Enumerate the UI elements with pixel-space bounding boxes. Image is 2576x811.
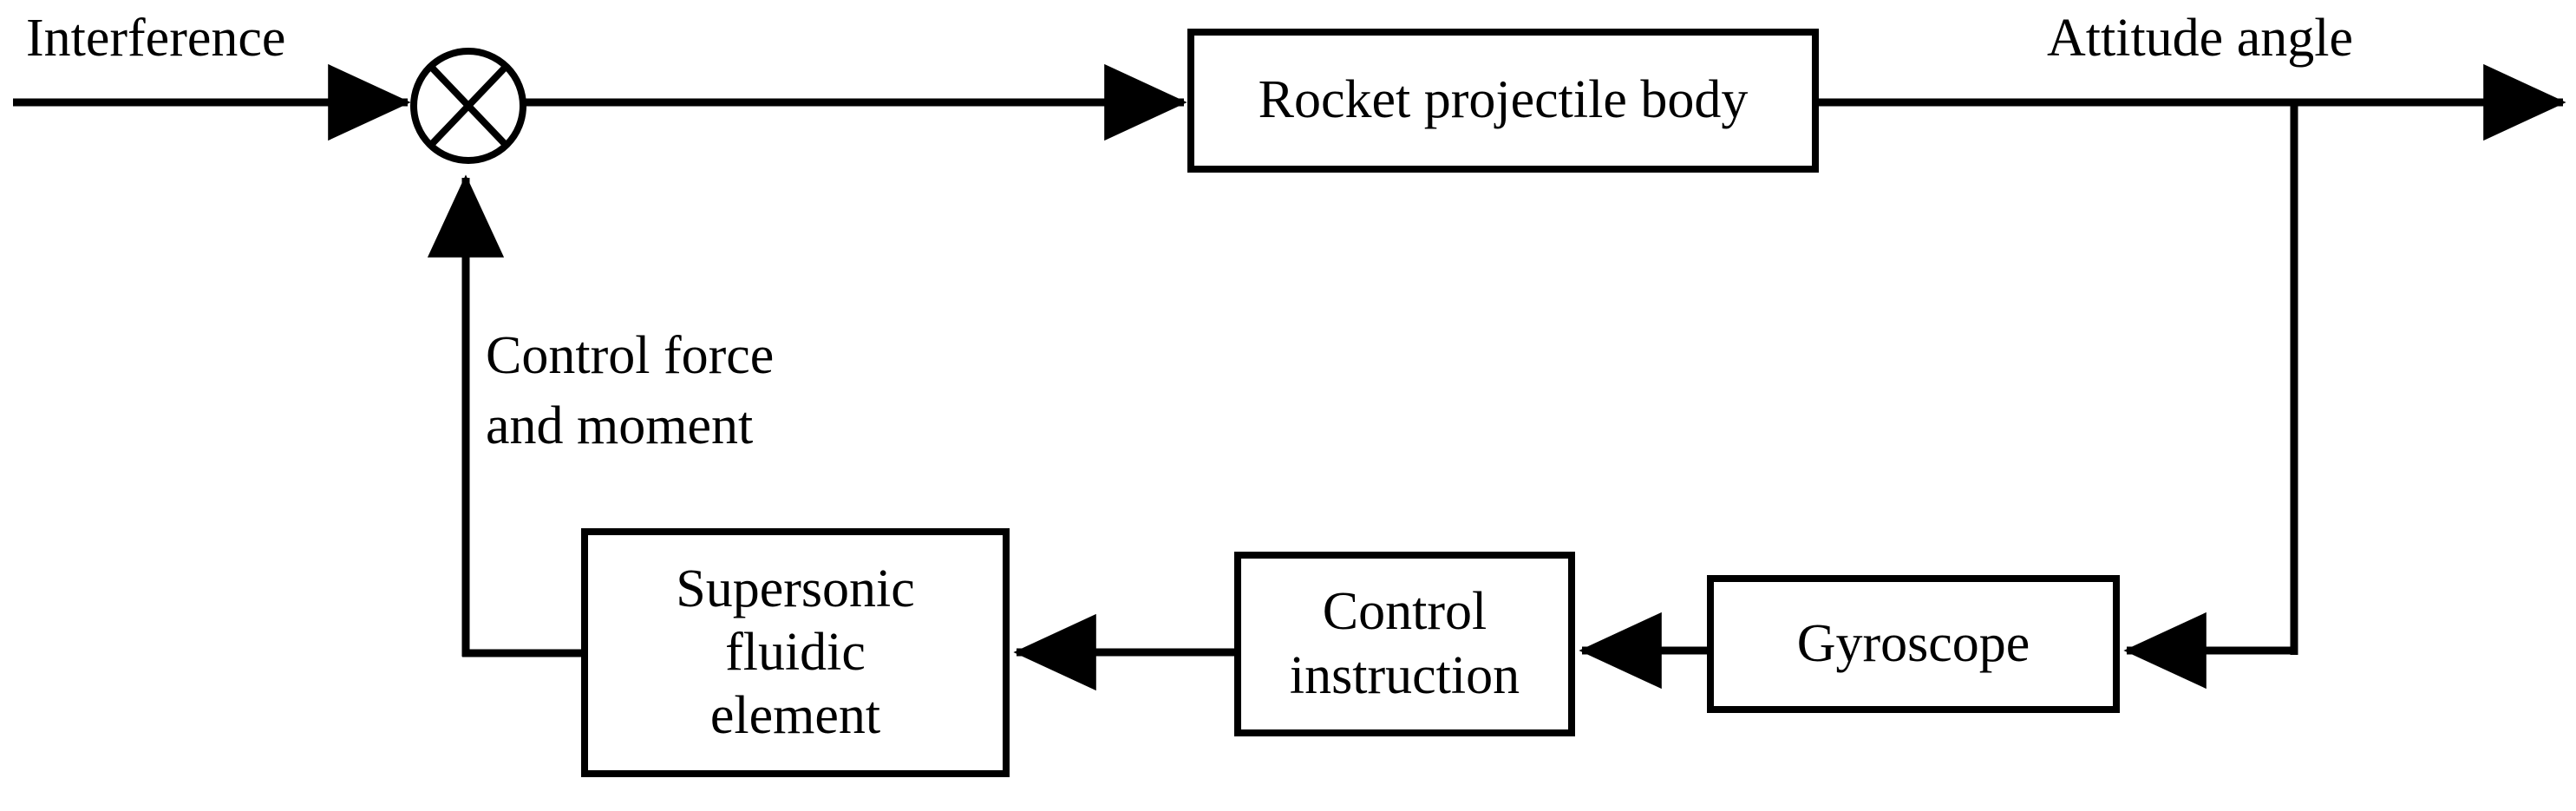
- block-rocket-projectile-body[interactable]: [1187, 29, 1819, 173]
- block-control-instruction[interactable]: [1234, 552, 1575, 736]
- block-gyroscope[interactable]: [1707, 575, 2120, 713]
- summing-junction-cross-stroke-b: [428, 64, 508, 147]
- block-supersonic-fluidic-element[interactable]: [581, 528, 1010, 777]
